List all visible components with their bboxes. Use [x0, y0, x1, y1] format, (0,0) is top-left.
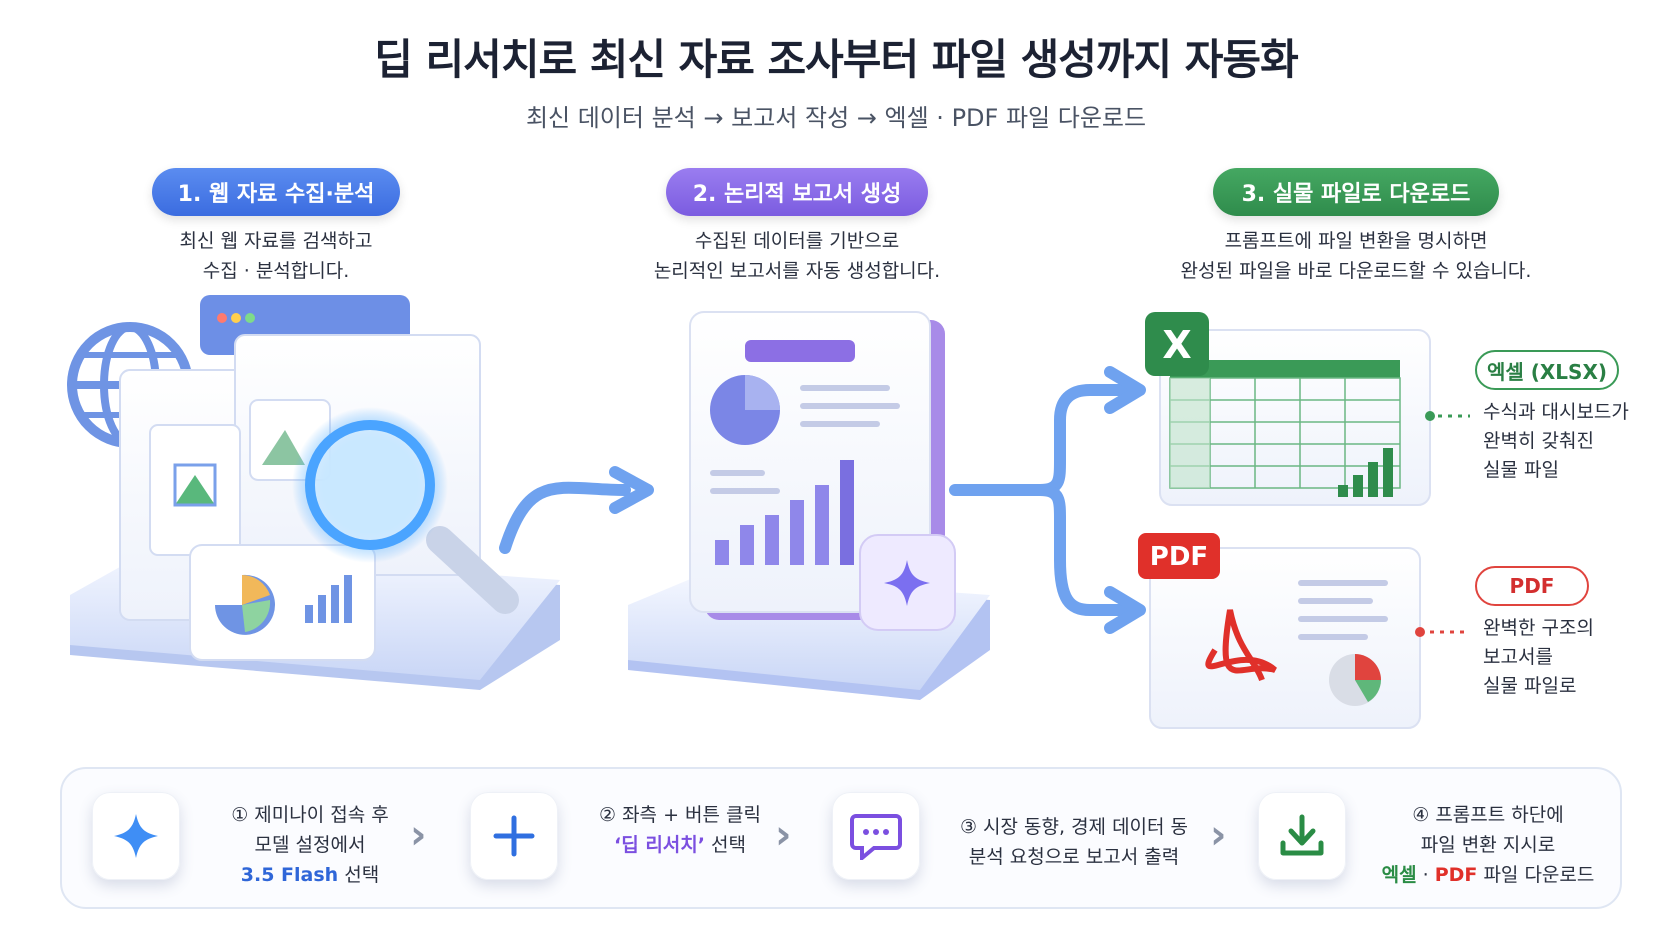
bottom-step3-text: ③ 시장 동향, 경제 데이터 동 분석 요청으로 보고서 출력: [940, 812, 1208, 872]
page-title: 딥 리서치로 최신 자료 조사부터 파일 생성까지 자동화: [374, 35, 1298, 84]
step2-description: 수집된 데이터를 기반으로 논리적인 보고서를 자동 생성합니다.: [620, 226, 974, 286]
excel-highlight: 엑셀: [1381, 864, 1417, 886]
bottom-step4-icon-tile: [1258, 792, 1346, 880]
sparkle-icon: [884, 560, 930, 606]
chevron-right-icon: ›: [775, 812, 792, 858]
deep-research-highlight: ‘딥 리서치’: [614, 834, 705, 856]
xlsx-description: 수식과 대시보드가 완벽히 갖춰진 실물 파일: [1483, 398, 1663, 485]
bottom-step1-line3-rest: 선택: [338, 864, 380, 886]
pdf-badge: PDF: [1475, 566, 1589, 606]
plus-icon: [493, 815, 535, 857]
bottom-step4-separator: ·: [1416, 864, 1435, 886]
pdf-file-illustration: PDF: [1138, 533, 1470, 729]
chevron-right-icon: ›: [1210, 812, 1227, 858]
excel-icon: [1145, 312, 1209, 376]
bottom-step2-text: ② 좌측 + 버튼 클릭 ‘딥 리서치’ 선택: [575, 800, 785, 860]
bottom-step3-line1: ③ 시장 동향, 경제 데이터 동: [959, 816, 1189, 838]
bottom-step1-text: ① 제미나이 접속 후 모델 설정에서 3.5 Flash 선택: [200, 800, 420, 890]
bottom-step3-line2: 분석 요청으로 보고서 출력: [968, 846, 1180, 868]
xlsx-badge: 엑셀 (XLSX): [1475, 350, 1619, 390]
arrow-to-pdf: [1034, 484, 1131, 616]
bottom-step1-line1: ① 제미나이 접속 후: [231, 804, 389, 826]
bottom-step4-line2: 파일 변환 지시로: [1420, 834, 1556, 856]
pdf-desc-line2: 보고서를: [1483, 646, 1553, 668]
excel-file-illustration: X: [1145, 312, 1470, 506]
sparkle-icon: [114, 814, 158, 858]
bottom-step3-icon-tile: [832, 792, 920, 880]
bottom-step4-text: ④ 프롬프트 하단에 파일 변환 지시로 엑셀 · PDF 파일 다운로드: [1370, 800, 1606, 890]
acrobat-icon: [1205, 609, 1277, 682]
step2-desc-line2: 논리적인 보고서를 자동 생성합니다.: [653, 260, 941, 282]
pdf-desc-line1: 완벽한 구조의: [1483, 617, 1594, 639]
xlsx-desc-line1: 수식과 대시보드가: [1483, 401, 1629, 423]
chevron-right-icon: ›: [410, 812, 427, 858]
bottom-step4-line1: ④ 프롬프트 하단에: [1412, 804, 1564, 826]
bottom-step2-line1: ② 좌측 + 버튼 클릭: [599, 804, 761, 826]
report-illustration: [628, 311, 1146, 700]
pdf-desc-line3: 실물 파일로: [1483, 675, 1577, 697]
bottom-step1-icon-tile: [92, 792, 180, 880]
chat-icon: [850, 814, 902, 860]
arrow-to-xlsx: [949, 384, 1131, 496]
page-subtitle: 최신 데이터 분석 → 보고서 작성 → 엑셀 · PDF 파일 다운로드: [525, 104, 1147, 132]
bottom-step2-line2-rest: 선택: [704, 834, 746, 856]
step3-desc-line2: 완성된 파일을 바로 다운로드할 수 있습니다.: [1180, 260, 1532, 282]
step3-desc-line1: 프롬프트에 파일 변환을 명시하면: [1224, 230, 1488, 252]
step1-desc-line2: 수집 · 분석합니다.: [202, 260, 350, 282]
download-icon: [1280, 814, 1324, 856]
web-research-illustration: [67, 295, 654, 690]
xlsx-desc-line2: 완벽히 갖춰진: [1483, 430, 1594, 452]
step1-pill: 1. 웹 자료 수집·분석: [152, 168, 400, 216]
step3-description: 프롬프트에 파일 변환을 명시하면 완성된 파일을 바로 다운로드할 수 있습니…: [1140, 226, 1572, 286]
xlsx-desc-line3: 실물 파일: [1483, 459, 1559, 481]
pdf-highlight: PDF: [1434, 864, 1478, 886]
pdf-description: 완벽한 구조의 보고서를 실물 파일로: [1483, 614, 1663, 701]
bottom-step4-line3-rest: 파일 다운로드: [1477, 864, 1595, 886]
step1-desc-line1: 최신 웹 자료를 검색하고: [179, 230, 373, 252]
step3-pill: 3. 실물 파일로 다운로드: [1213, 168, 1499, 216]
magnifier-icon: [292, 407, 519, 614]
bottom-step1-line2: 모델 설정에서: [254, 834, 366, 856]
pdf-icon-label: PDF: [1150, 542, 1208, 572]
pdf-icon: [1138, 533, 1220, 579]
excel-icon-letter: X: [1162, 323, 1191, 367]
arrow-step1-to-step2: [499, 481, 631, 554]
step1-description: 최신 웹 자료를 검색하고 수집 · 분석합니다.: [120, 226, 432, 286]
model-name-highlight: 3.5 Flash: [240, 864, 339, 886]
step2-desc-line1: 수집된 데이터를 기반으로: [694, 230, 900, 252]
bottom-step2-icon-tile: [470, 792, 558, 880]
step2-pill: 2. 논리적 보고서 생성: [666, 168, 928, 216]
